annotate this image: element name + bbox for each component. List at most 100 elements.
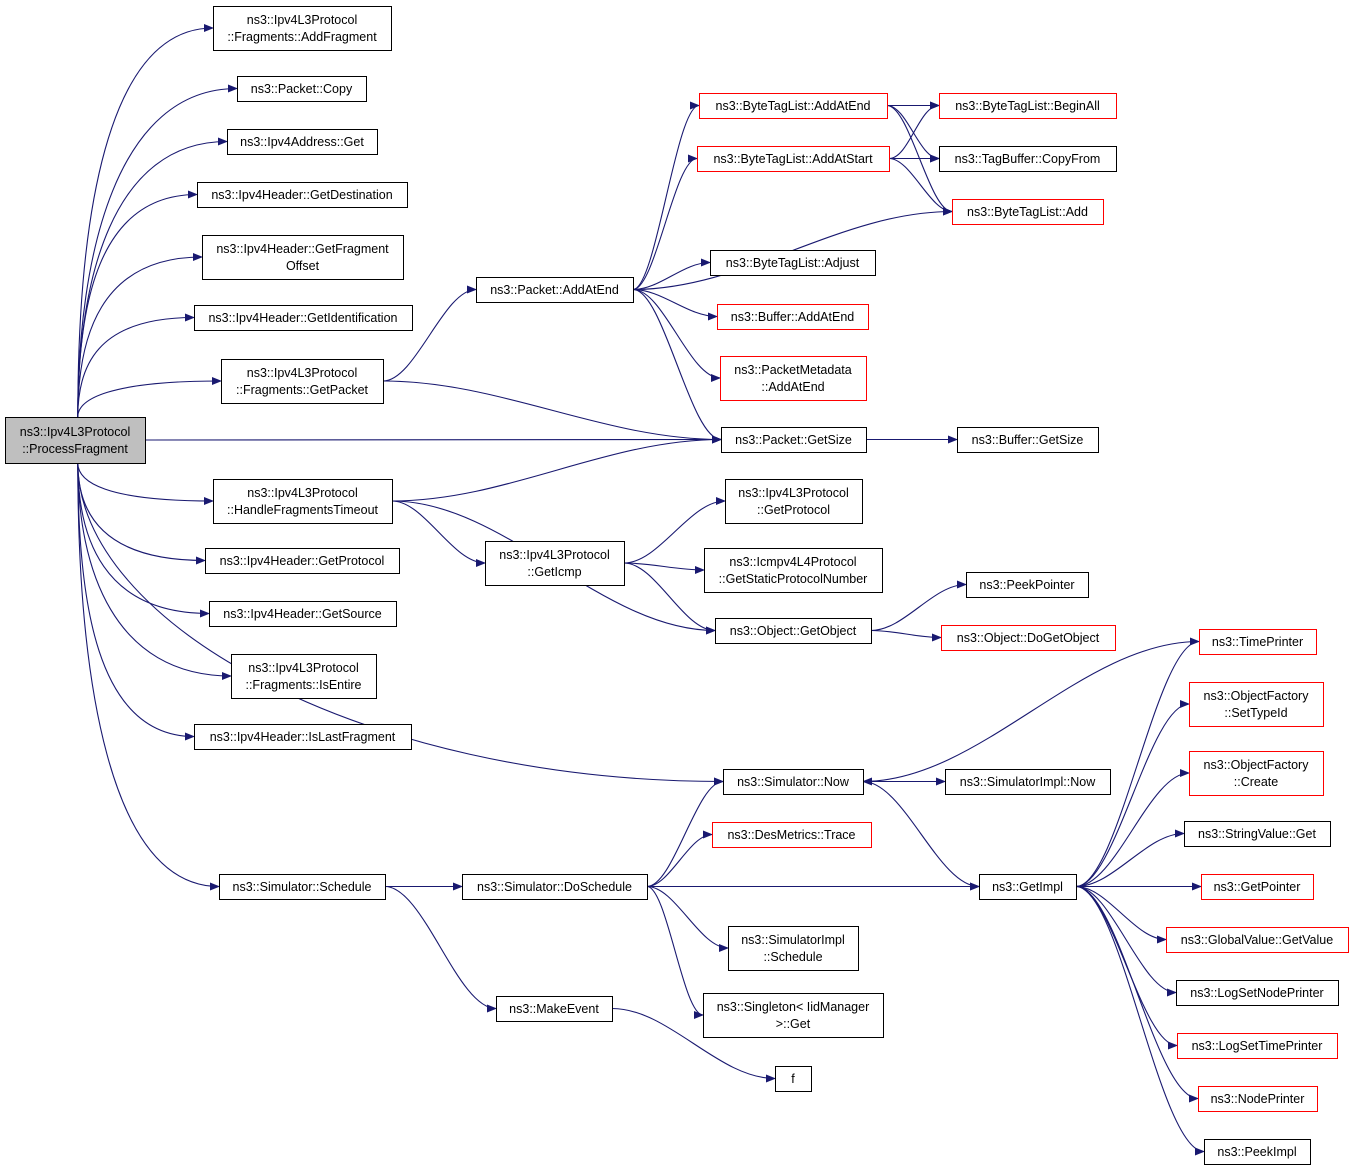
node-btl-add[interactable]: ns3::ByteTagList::Add	[952, 199, 1104, 225]
edge-packet-add-at-end-to-packet-get-size	[632, 288, 722, 444]
node-handle-fragments-timeout[interactable]: ns3::Ipv4L3Protocol::HandleFragmentsTime…	[213, 479, 393, 524]
node-object-factory-create[interactable]: ns3::ObjectFactory::Create	[1189, 751, 1324, 796]
node-label: ns3::GetImpl	[992, 880, 1063, 894]
node-box	[704, 548, 883, 593]
node-label: ns3::TimePrinter	[1212, 635, 1303, 649]
node-box	[721, 427, 867, 453]
node-f[interactable]: f	[775, 1066, 812, 1092]
node-buffer-get-size[interactable]: ns3::Buffer::GetSize	[957, 427, 1099, 453]
node-box	[197, 182, 408, 208]
node-label: ns3::ByteTagList::Adjust	[726, 256, 860, 270]
node-label: ns3::Ipv4Header::IsLastFragment	[210, 730, 396, 744]
node-label: ns3::Object::GetObject	[730, 624, 857, 638]
node-label: ns3::Icmpv4L4Protocol	[729, 555, 856, 569]
node-time-printer[interactable]: ns3::TimePrinter	[1199, 629, 1317, 655]
node-add-fragment[interactable]: ns3::Ipv4L3Protocol::Fragments::AddFragm…	[213, 6, 392, 51]
node-sim-impl-now[interactable]: ns3::SimulatorImpl::Now	[945, 769, 1111, 795]
edge-process-fragment-to-get-destination	[77, 190, 198, 418]
node-label: ::AddAtEnd	[761, 380, 824, 394]
node-label: ns3::Ipv4Header::GetFragment	[216, 242, 389, 256]
node-set-type-id[interactable]: ns3::ObjectFactory::SetTypeId	[1189, 682, 1324, 727]
node-label: ns3::Ipv4L3Protocol	[247, 366, 358, 380]
node-peek-pointer[interactable]: ns3::PeekPointer	[966, 572, 1089, 598]
node-label: ns3::Ipv4L3Protocol	[247, 486, 358, 500]
node-pm-add-at-end[interactable]: ns3::PacketMetadata::AddAtEnd	[720, 356, 867, 401]
node-log-set-node-printer[interactable]: ns3::LogSetNodePrinter	[1176, 980, 1339, 1006]
node-btl-add-at-end[interactable]: ns3::ByteTagList::AddAtEnd	[699, 93, 888, 119]
node-object-get-object[interactable]: ns3::Object::GetObject	[715, 618, 872, 644]
node-label: ns3::PacketMetadata	[734, 363, 851, 377]
node-label: ns3::DesMetrics::Trace	[727, 828, 855, 842]
node-get-static-protocol-number[interactable]: ns3::Icmpv4L4Protocol::GetStaticProtocol…	[704, 548, 883, 593]
node-get-identification[interactable]: ns3::Ipv4Header::GetIdentification	[194, 305, 413, 331]
node-label: ns3::Buffer::AddAtEnd	[731, 310, 855, 324]
node-box	[1199, 629, 1317, 655]
node-singleton-get[interactable]: ns3::Singleton< IidManager>::Get	[703, 993, 884, 1038]
node-make-event[interactable]: ns3::MakeEvent	[496, 996, 613, 1022]
node-is-last-fragment[interactable]: ns3::Ipv4Header::IsLastFragment	[194, 724, 412, 750]
node-box	[205, 548, 400, 574]
node-get-source[interactable]: ns3::Ipv4Header::GetSource	[209, 601, 397, 627]
node-box	[194, 305, 413, 331]
node-tag-buffer-copy-from[interactable]: ns3::TagBuffer::CopyFrom	[939, 146, 1117, 172]
node-box	[939, 93, 1117, 119]
edge-process-fragment-to-get-identification	[77, 313, 195, 418]
node-header-get-protocol[interactable]: ns3::Ipv4Header::GetProtocol	[205, 548, 400, 574]
node-node-printer[interactable]: ns3::NodePrinter	[1198, 1086, 1318, 1112]
edge-packet-add-at-end-to-buffer-add-at-end	[632, 288, 718, 321]
edge-get-icmp-to-l3-get-protocol	[623, 497, 726, 564]
node-get-destination[interactable]: ns3::Ipv4Header::GetDestination	[197, 182, 408, 208]
node-label: ns3::Ipv4L3Protocol	[738, 486, 849, 500]
node-buffer-add-at-end[interactable]: ns3::Buffer::AddAtEnd	[717, 304, 869, 330]
node-label: ns3::MakeEvent	[509, 1002, 599, 1016]
node-get-impl[interactable]: ns3::GetImpl	[979, 874, 1077, 900]
node-box	[957, 427, 1099, 453]
node-do-get-object[interactable]: ns3::Object::DoGetObject	[941, 625, 1116, 651]
node-btl-begin-all[interactable]: ns3::ByteTagList::BeginAll	[939, 93, 1117, 119]
node-btl-adjust[interactable]: ns3::ByteTagList::Adjust	[710, 250, 876, 276]
node-fragments-get-packet[interactable]: ns3::Ipv4L3Protocol::Fragments::GetPacke…	[221, 359, 384, 404]
node-get-pointer[interactable]: ns3::GetPointer	[1201, 874, 1314, 900]
node-string-value-get[interactable]: ns3::StringValue::Get	[1184, 821, 1331, 847]
node-box	[979, 874, 1077, 900]
node-peek-impl[interactable]: ns3::PeekImpl	[1204, 1139, 1311, 1165]
node-box	[1184, 821, 1331, 847]
node-simulator-schedule[interactable]: ns3::Simulator::Schedule	[219, 874, 386, 900]
node-l3-get-protocol[interactable]: ns3::Ipv4L3Protocol::GetProtocol	[725, 479, 863, 524]
node-sim-impl-schedule[interactable]: ns3::SimulatorImpl::Schedule	[728, 926, 859, 971]
node-des-metrics-trace[interactable]: ns3::DesMetrics::Trace	[712, 822, 872, 848]
node-global-value-get-value[interactable]: ns3::GlobalValue::GetValue	[1166, 927, 1349, 953]
node-box	[715, 618, 872, 644]
node-btl-add-at-start[interactable]: ns3::ByteTagList::AddAtStart	[697, 146, 890, 172]
edge-object-get-object-to-do-get-object	[870, 629, 942, 642]
node-ipv4-address-get[interactable]: ns3::Ipv4Address::Get	[227, 129, 378, 155]
node-simulator-now[interactable]: ns3::Simulator::Now	[723, 769, 864, 795]
node-label: ns3::ByteTagList::AddAtEnd	[716, 99, 871, 113]
node-packet-get-size[interactable]: ns3::Packet::GetSize	[721, 427, 867, 453]
node-box	[966, 572, 1089, 598]
node-get-icmp[interactable]: ns3::Ipv4L3Protocol::GetIcmp	[485, 541, 625, 586]
node-label: >::Get	[776, 1017, 811, 1031]
edge-get-impl-to-set-type-id	[1075, 700, 1190, 888]
node-label: ns3::StringValue::Get	[1198, 827, 1316, 841]
node-label: ns3::Ipv4L3Protocol	[248, 661, 359, 675]
node-do-schedule[interactable]: ns3::Simulator::DoSchedule	[462, 874, 648, 900]
edge-handle-fragments-timeout-to-get-icmp	[391, 500, 486, 567]
edge-get-impl-to-log-set-node-printer	[1075, 885, 1177, 997]
edge-btl-add-at-start-to-btl-begin-all	[888, 101, 940, 160]
node-label: ns3::Ipv4L3Protocol	[20, 425, 131, 439]
node-label: ns3::Simulator::Now	[737, 775, 850, 789]
node-box	[219, 874, 386, 900]
node-box	[1189, 751, 1324, 796]
node-packet-copy[interactable]: ns3::Packet::Copy	[237, 76, 367, 102]
node-box	[5, 417, 146, 464]
node-log-set-time-printer[interactable]: ns3::LogSetTimePrinter	[1177, 1033, 1338, 1059]
node-label: ns3::Ipv4L3Protocol	[499, 548, 610, 562]
node-packet-add-at-end[interactable]: ns3::Packet::AddAtEnd	[476, 277, 634, 303]
node-label: ns3::TagBuffer::CopyFrom	[955, 152, 1101, 166]
node-label: ns3::ObjectFactory	[1204, 758, 1310, 772]
node-is-entire[interactable]: ns3::Ipv4L3Protocol::Fragments::IsEntire	[231, 654, 377, 699]
node-box	[952, 199, 1104, 225]
node-box	[227, 129, 378, 155]
